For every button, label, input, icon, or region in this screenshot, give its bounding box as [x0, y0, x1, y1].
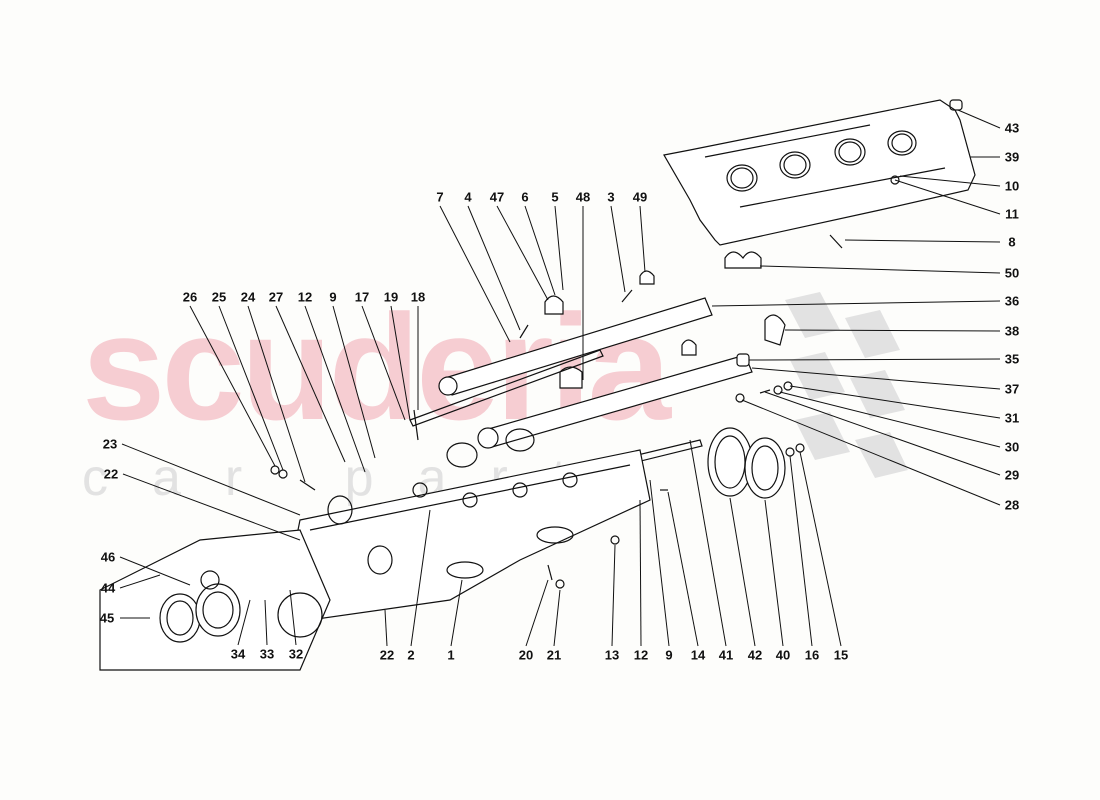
part-callout-label: 17 — [354, 289, 370, 305]
part-callout-label: 4 — [464, 189, 472, 205]
part-callout-label: 24 — [240, 289, 256, 305]
part-callout-label: 3 — [607, 189, 615, 205]
fasteners — [270, 234, 843, 589]
part-callout-label: 28 — [1004, 497, 1020, 513]
camshafts — [438, 297, 753, 449]
part-callout-label: 38 — [1004, 323, 1020, 339]
part-callout-label: 34 — [230, 646, 246, 662]
part-callout-label: 12 — [297, 289, 313, 305]
part-callout-label: 31 — [1004, 410, 1020, 426]
part-callout-label: 23 — [102, 436, 118, 452]
part-callout-label: 30 — [1004, 439, 1020, 455]
part-callout-label: 7 — [436, 189, 444, 205]
bearing-caps — [544, 251, 786, 389]
part-callout-label: 25 — [211, 289, 227, 305]
part-callout-label: 15 — [833, 647, 849, 663]
part-callout-label: 47 — [489, 189, 505, 205]
part-callout-label: 40 — [775, 647, 791, 663]
part-callout-label: 8 — [1008, 234, 1016, 250]
part-callout-label: 43 — [1004, 120, 1020, 136]
cylinder-head-drawing — [289, 428, 651, 621]
part-callout-label: 21 — [546, 647, 562, 663]
part-callout-label: 33 — [259, 646, 275, 662]
part-callout-label: 13 — [604, 647, 620, 663]
part-callout-label: 29 — [1004, 467, 1020, 483]
part-callout-label: 22 — [103, 466, 119, 482]
part-callout-label: 20 — [518, 647, 534, 663]
part-callout-label: 32 — [288, 646, 304, 662]
part-callout-label: 22 — [379, 647, 395, 663]
part-callout-label: 11 — [1005, 206, 1019, 222]
part-callout-label: 5 — [551, 189, 559, 205]
part-callout-label: 46 — [100, 549, 116, 565]
part-callout-label: 35 — [1004, 351, 1020, 367]
part-callout-label: 37 — [1004, 381, 1020, 397]
engine-block-drawing — [99, 529, 331, 671]
part-callout-label: 16 — [804, 647, 820, 663]
part-callout-label: 42 — [747, 647, 763, 663]
part-callout-label: 10 — [1004, 178, 1020, 194]
part-callout-label: 19 — [383, 289, 399, 305]
part-callout-label: 14 — [690, 647, 706, 663]
part-callout-label: 1 — [447, 647, 455, 663]
part-callout-label: 39 — [1004, 149, 1020, 165]
part-callout-label: 26 — [182, 289, 198, 305]
leader-lines — [119, 109, 1001, 647]
part-callout-label: 18 — [410, 289, 426, 305]
part-callout-label: 41 — [718, 647, 734, 663]
part-callout-label: 44 — [100, 580, 116, 596]
part-callout-label: 45 — [99, 610, 115, 626]
checkered-flag-watermark — [785, 292, 908, 478]
part-callout-label: 48 — [575, 189, 591, 205]
part-callout-label: 49 — [632, 189, 648, 205]
part-callout-label: 27 — [268, 289, 284, 305]
part-callout-label: 2 — [407, 647, 415, 663]
line-art — [99, 99, 976, 671]
part-callout-label: 6 — [521, 189, 529, 205]
valve-cover-drawing — [663, 99, 976, 246]
part-callout-label: 36 — [1004, 293, 1020, 309]
part-callout-label: 9 — [665, 647, 673, 663]
part-callout-label: 50 — [1004, 265, 1020, 281]
part-callout-label: 9 — [329, 289, 337, 305]
part-callout-label: 12 — [633, 647, 649, 663]
